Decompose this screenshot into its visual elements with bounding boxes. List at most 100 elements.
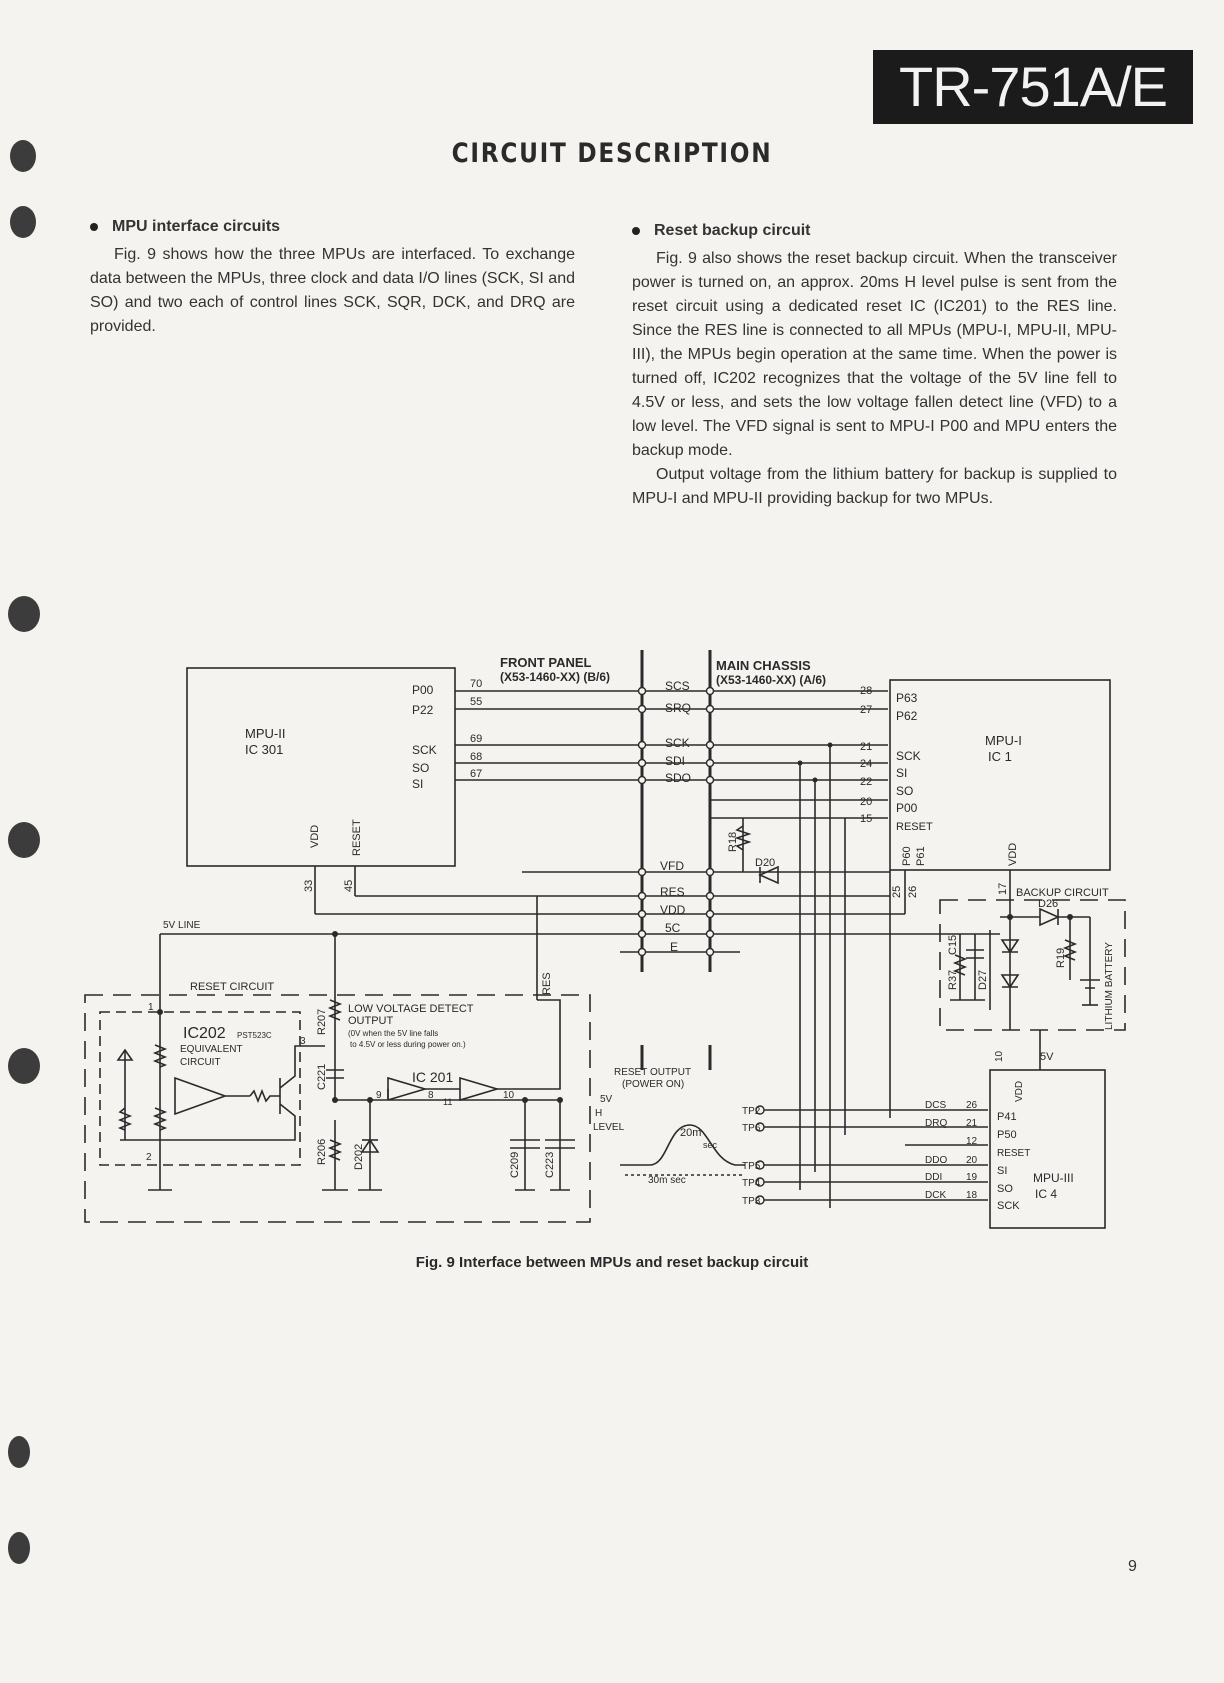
mpu1-name: MPU-I (985, 733, 1022, 748)
pin-number: 25 (891, 886, 903, 898)
level-label: LEVEL (593, 1122, 625, 1133)
mpu3-pin: SCK (997, 1200, 1020, 1212)
pin-number: 11 (443, 1097, 452, 1107)
mpu3-signal: DDI (925, 1172, 942, 1183)
mpu1-bottom-pin: VDD (1007, 843, 1019, 866)
component-label: C209 (509, 1152, 521, 1178)
left-column: MPU interface circuits Fig. 9 shows how … (90, 215, 575, 339)
bus-label: SDI (665, 754, 685, 768)
bus-label: VFD (660, 859, 684, 873)
pin-number: 21 (966, 1118, 978, 1129)
bullet-icon (632, 227, 640, 235)
lvd-label: to 4.5V or less during power on.) (350, 1040, 466, 1049)
component-label: C221 (316, 1064, 328, 1090)
pin-number: 1 (148, 1002, 154, 1013)
model-badge: TR-751A/E (873, 50, 1193, 124)
punch-hole (8, 1436, 30, 1468)
pin-number: 33 (303, 880, 315, 892)
mpu3-pin: RESET (997, 1148, 1030, 1159)
component-label: D27 (977, 970, 989, 990)
component-label: D202 (353, 1144, 365, 1170)
bus-label: E (670, 940, 678, 954)
mpu3-pin: P41 (997, 1111, 1017, 1123)
mpu3-pin: SO (997, 1183, 1013, 1195)
test-point-label: TP5 (742, 1161, 761, 1172)
test-point-label: TP6 (742, 1123, 761, 1134)
bus-label: SDO (665, 771, 691, 785)
mpu2-pin: SI (412, 777, 423, 791)
pin-number: 26 (966, 1100, 978, 1111)
pin-number: 45 (343, 880, 355, 892)
bus-label: SRQ (665, 701, 691, 715)
pin-number: 15 (860, 813, 872, 825)
mpu3-name: MPU-III (1033, 1171, 1074, 1185)
circuit-label: CIRCUIT (180, 1057, 221, 1068)
mpu2-pin: P22 (412, 703, 434, 717)
test-point-label: TP2 (742, 1106, 761, 1117)
paragraph: Fig. 9 shows how the three MPUs are inte… (90, 246, 575, 335)
page-title: CIRCUIT DESCRIPTION (451, 138, 773, 169)
paragraph: Output voltage from the lithium battery … (632, 466, 1117, 507)
section-heading-reset-backup: Reset backup circuit (632, 219, 1117, 243)
pin-number: 27 (860, 704, 872, 716)
pin-number: 55 (470, 696, 482, 708)
mpu3-signal: DCK (925, 1190, 946, 1201)
pin-number: 10 (994, 1050, 1005, 1062)
mpu1-pin: RESET (896, 821, 933, 833)
punch-hole (8, 1048, 40, 1084)
mpu1-bottom-pin: P61 (915, 846, 927, 866)
main-chassis-part: (X53-1460-XX) (A/6) (716, 673, 826, 687)
bullet-icon (90, 223, 98, 231)
component-label: C15 (947, 935, 959, 955)
pin-number: 26 (907, 886, 919, 898)
res-label: RES (541, 972, 553, 995)
bus-label: RES (660, 885, 685, 899)
front-panel-part: (X53-1460-XX) (B/6) (500, 670, 610, 684)
h-label: H (595, 1108, 602, 1119)
mpu3-pin: SI (997, 1165, 1007, 1177)
component-label: R18 (727, 832, 739, 852)
pin-number: 3 (300, 1036, 306, 1047)
pin-number: 24 (860, 758, 872, 770)
punch-hole (10, 206, 36, 238)
mpu2-name: MPU-II (245, 726, 285, 741)
mpu3-signal: DCS (925, 1100, 946, 1111)
reset-output-label: (POWER ON) (622, 1079, 684, 1090)
bus-label: SCS (665, 679, 690, 693)
pin-number: 67 (470, 768, 482, 780)
sec-label: sec (703, 1140, 718, 1150)
pin-number: 20 (860, 796, 872, 808)
punch-hole (8, 1532, 30, 1564)
ic202-part: PST523C (237, 1031, 272, 1040)
lvd-label: LOW VOLTAGE DETECT (348, 1003, 474, 1015)
pin-number: 8 (428, 1090, 434, 1101)
bus-label: SCK (665, 736, 690, 750)
mpu1-ic: IC 1 (988, 749, 1012, 764)
test-point-label: TP3 (742, 1196, 761, 1207)
pin-number: 69 (470, 733, 482, 745)
mpu2-reset: RESET (351, 819, 363, 856)
lvd-label: (0V when the 5V line falls (348, 1029, 438, 1038)
mpu1-pin: SO (896, 784, 913, 798)
mpu3-box (989, 1069, 1106, 1229)
mpu1-bottom-pin: P60 (901, 846, 913, 866)
component-label: C223 (544, 1152, 556, 1178)
pin-number: 21 (860, 741, 872, 753)
lvd-label: OUTPUT (348, 1015, 394, 1027)
component-label: R207 (316, 1009, 328, 1035)
mpu3-vdd: VDD (1014, 1081, 1025, 1102)
ic201-label: IC 201 (412, 1069, 453, 1085)
mpu1-pin: P62 (896, 709, 918, 723)
pin-number: 12 (966, 1136, 978, 1147)
pulse-label: 20m (680, 1127, 701, 1139)
mpu1-pin: SI (896, 766, 907, 780)
mpu2-pin: P00 (412, 683, 434, 697)
heading-text: Reset backup circuit (654, 222, 811, 239)
test-point-label: TP4 (742, 1178, 761, 1189)
lithium-battery-label: LITHIUM BATTERY (1104, 942, 1115, 1030)
span-label: 30m sec (648, 1175, 686, 1186)
five-v-label: 5V (1040, 1051, 1054, 1063)
pin-number: 18 (966, 1190, 978, 1201)
mpu1-pin: P63 (896, 691, 918, 705)
